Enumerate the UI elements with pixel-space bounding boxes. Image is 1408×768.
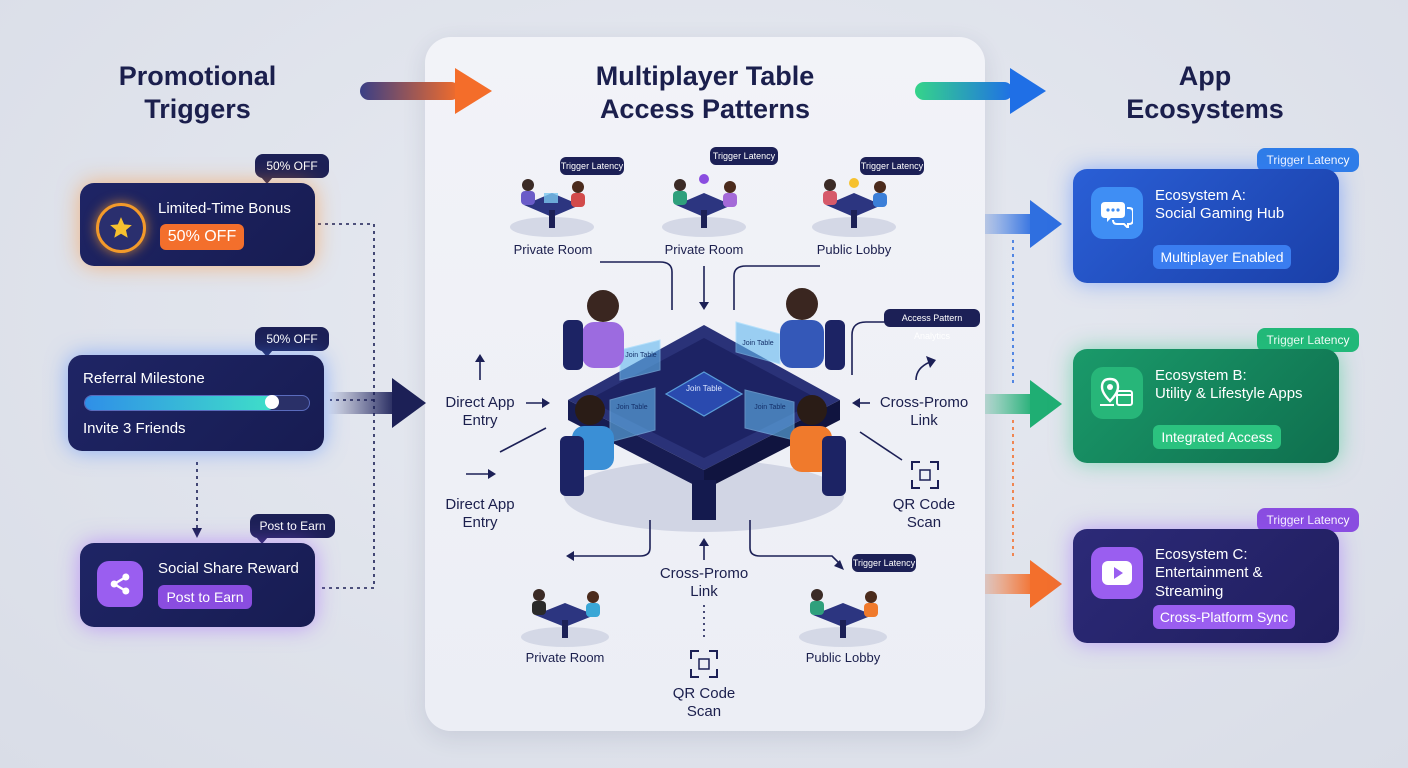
ecosystem-a-subtitle: Social Gaming Hub [1155,205,1285,222]
top-room-3-label: Public Lobby [816,242,892,257]
arrow-to-ecosystem-b [985,380,1062,428]
screen-2-label: Join Table [742,340,774,347]
limited-bonus-bubble: 50% OFF [255,154,329,184]
star-icon [96,203,146,253]
ecosystem-c-tag: Trigger Latency [1257,508,1359,532]
screen-4-label: Join Table [754,404,786,411]
small-table-bottom-1 [521,589,609,647]
qr-right-label: QR Code Scan [892,496,956,531]
ecosystem-a-tag: Trigger Latency [1257,148,1359,172]
limited-time-bonus-card[interactable]: Limited-Time Bonus 50% OFF [80,183,315,266]
top-room-2-bubble: Trigger Latency [710,147,778,165]
qr-code-icon-bottom [690,650,718,678]
small-table-bottom-2 [799,589,887,647]
ecosystem-a-pill: Multiplayer Enabled [1153,245,1291,269]
ecosystem-b-subtitle: Utility & Lifestyle Apps [1155,385,1303,402]
center-title: Multiplayer Table Access Patterns [595,61,815,124]
arrow-left-title [360,68,492,114]
social-share-card[interactable]: Social Share Reward Post to Earn [80,543,315,627]
dotted-connector-left [318,223,375,589]
ecosystem-a-title: Ecosystem A: [1155,187,1246,204]
main-table [560,288,846,532]
small-table-top-3 [812,178,896,237]
top-room-1-label: Private Room [513,242,593,257]
bottom-room-2-bubble: Trigger Latency [852,554,916,572]
screen-3-label: Join Table [616,404,648,411]
bottom-room-1-label: Private Room [525,650,605,665]
ecosystem-c-subtitle: Entertainment & Streaming [1155,564,1263,600]
arrow-to-ecosystem-c [985,560,1062,608]
ecosystem-b-title: Ecosystem B: [1155,367,1247,384]
ecosystem-a-card[interactable]: Ecosystem A: Social Gaming Hub Multiplay… [1073,169,1339,283]
map-calendar-icon [1091,367,1143,419]
small-table-top-2 [662,174,746,237]
arrow-right-title [915,68,1046,114]
direct-entry-top-label: Direct App Entry [445,394,515,429]
small-table-top-1 [510,179,594,237]
referral-progress-track [84,395,310,411]
referral-bubble: 50% OFF [255,327,329,357]
play-icon [1091,547,1143,599]
ecosystem-b-pill: Integrated Access [1153,425,1281,449]
share-icon [97,561,143,607]
referral-label: Referral Milestone [83,370,205,387]
screen-1-label: Join Table [625,352,657,359]
ecosystem-c-pill: Cross-Platform Sync [1153,605,1295,629]
top-room-3-bubble: Trigger Latency [860,157,924,175]
limited-bonus-pill: 50% OFF [160,224,244,250]
analytics-bubble: Access Pattern Analytics [884,309,980,341]
top-room-1-bubble: Trigger Latency [560,157,624,175]
top-room-2-label: Private Room [664,242,744,257]
left-title: Promotional Triggers [118,61,277,124]
ecosystem-c-title: Ecosystem C: [1155,546,1248,563]
referral-milestone-card[interactable]: Referral Milestone Invite 3 Friends [68,355,324,451]
direct-entry-bottom-label: Direct App Entry [445,496,515,531]
limited-bonus-label: Limited-Time Bonus [158,200,291,217]
cross-promo-bottom-label: Cross-Promo Link [659,565,749,600]
social-pill: Post to Earn [158,585,252,609]
referral-sub: Invite 3 Friends [83,420,186,437]
chat-icon [1091,187,1143,239]
bottom-room-2-label: Public Lobby [805,650,881,665]
qr-code-icon-right [911,461,939,489]
center-join-label: Join Table [686,384,722,393]
social-bubble: Post to Earn [250,514,335,544]
social-label: Social Share Reward [158,560,299,577]
ecosystem-c-card[interactable]: Ecosystem C: Entertainment & Streaming C… [1073,529,1339,643]
arrow-into-table [328,378,426,428]
ecosystem-b-card[interactable]: Ecosystem B: Utility & Lifestyle Apps In… [1073,349,1339,463]
qr-bottom-label: QR Code Scan [672,685,736,720]
ecosystem-b-tag: Trigger Latency [1257,328,1359,352]
cross-promo-right-label: Cross-Promo Link [879,394,969,429]
referral-progress-fill [85,395,280,410]
arrow-to-ecosystem-a [985,200,1062,248]
right-title: App Ecosystems [1126,61,1284,124]
